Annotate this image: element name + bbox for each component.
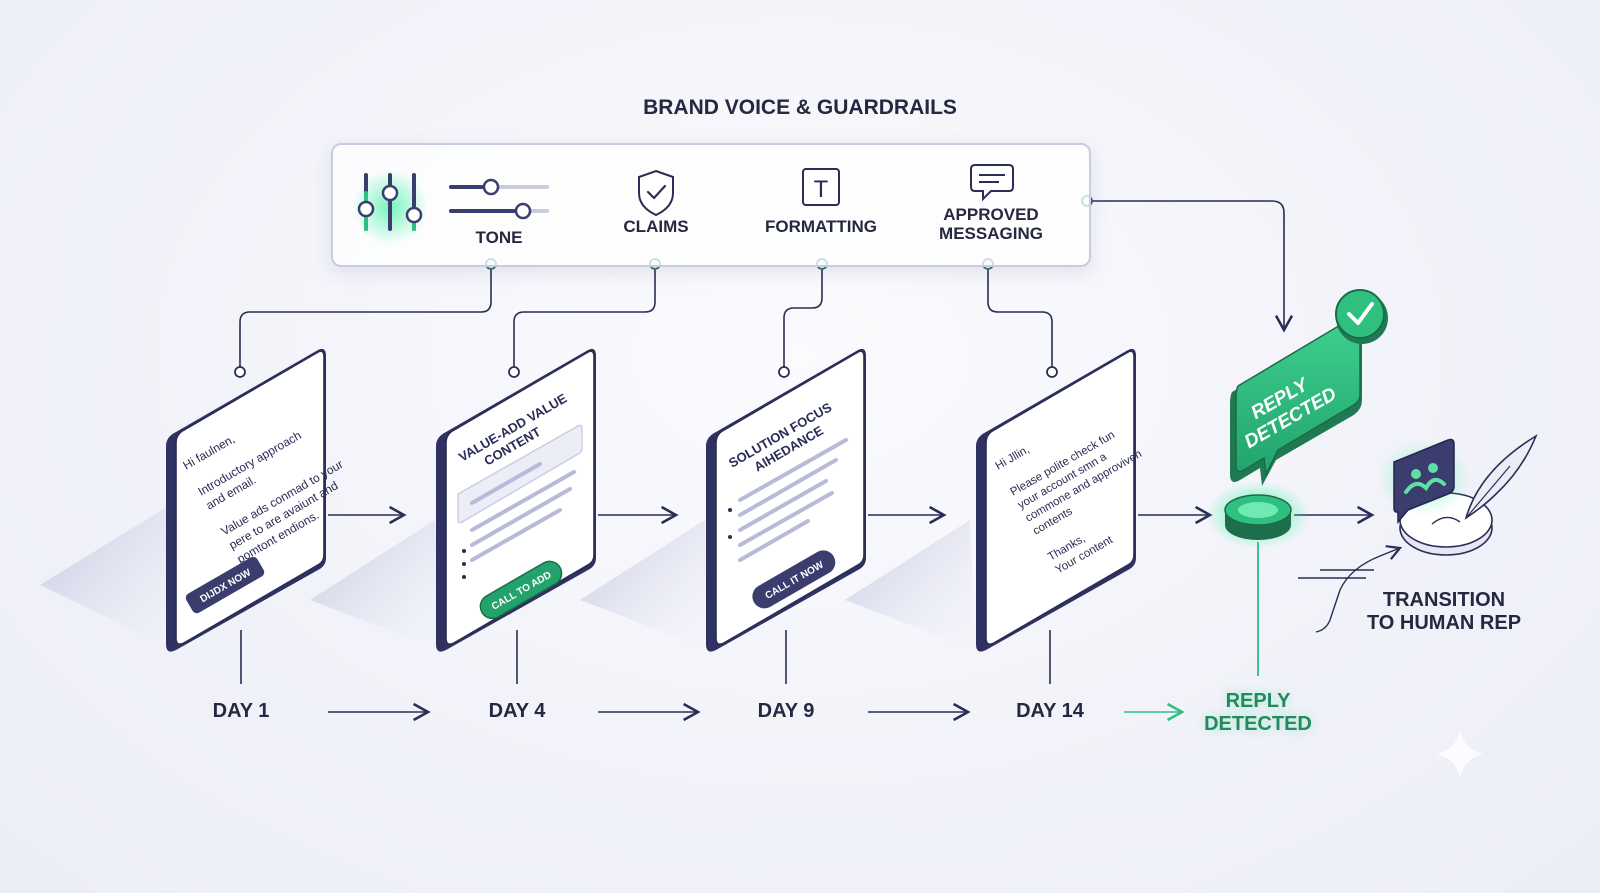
card-day-4: VALUE-ADD VALUE CONTENT CALL TO ADD [436,348,596,652]
human-rep-icon [1298,434,1538,633]
day-label-9: DAY 9 [757,700,815,722]
guardrails-title: BRAND VOICE & GUARDRAILS [643,96,957,119]
day-label-14: DAY 14 [1016,700,1084,722]
card-day-1: Hi faulnen, Introductory approach and em… [166,348,345,652]
day-label-1: DAY 1 [212,700,270,722]
reply-detected-label: REPLY DETECTED [1204,690,1312,735]
guardrails-icons: T [352,164,1014,245]
approved-messaging-label: APPROVED MESSAGING [939,205,1043,243]
sliders-icon [352,169,549,245]
day-label-4: DAY 4 [488,700,546,722]
card-3-text-lines [738,438,848,562]
check-badge [1335,289,1385,339]
day-ticks [240,630,1051,684]
card-3-bullets [728,508,732,539]
text-format-icon: T [802,168,840,206]
chat-bubble-icon [970,164,1014,202]
check-icon [1347,302,1374,325]
transition-label: TRANSITION TO HUMAN REP [1366,589,1522,634]
tone-label: TONE [475,228,523,247]
card-day-9: SOLUTION FOCUS AIHEDANCE CALL IT NOW [706,348,866,652]
sparkle-icon [1436,730,1484,778]
guardrails-panel: T TONE CLAIMS FORMATTING APPROVED MESSAG… [331,143,1091,267]
svg-text:T: T [814,176,829,203]
reply-node [1206,481,1310,676]
reply-bubble: REPLY DETECTED [1230,289,1388,486]
card-2-bullets [462,549,466,579]
shield-check-icon [638,169,674,217]
card-day-14: Hi Jllin, Please polite check fun your a… [976,348,1144,652]
card-shadows [40,505,975,650]
card-2-text-lines [470,462,576,562]
team-chat-icon [1393,438,1455,525]
formatting-label: FORMATTING [764,217,878,236]
claims-label: CLAIMS [623,217,689,236]
guardrail-connectors [239,200,1294,370]
